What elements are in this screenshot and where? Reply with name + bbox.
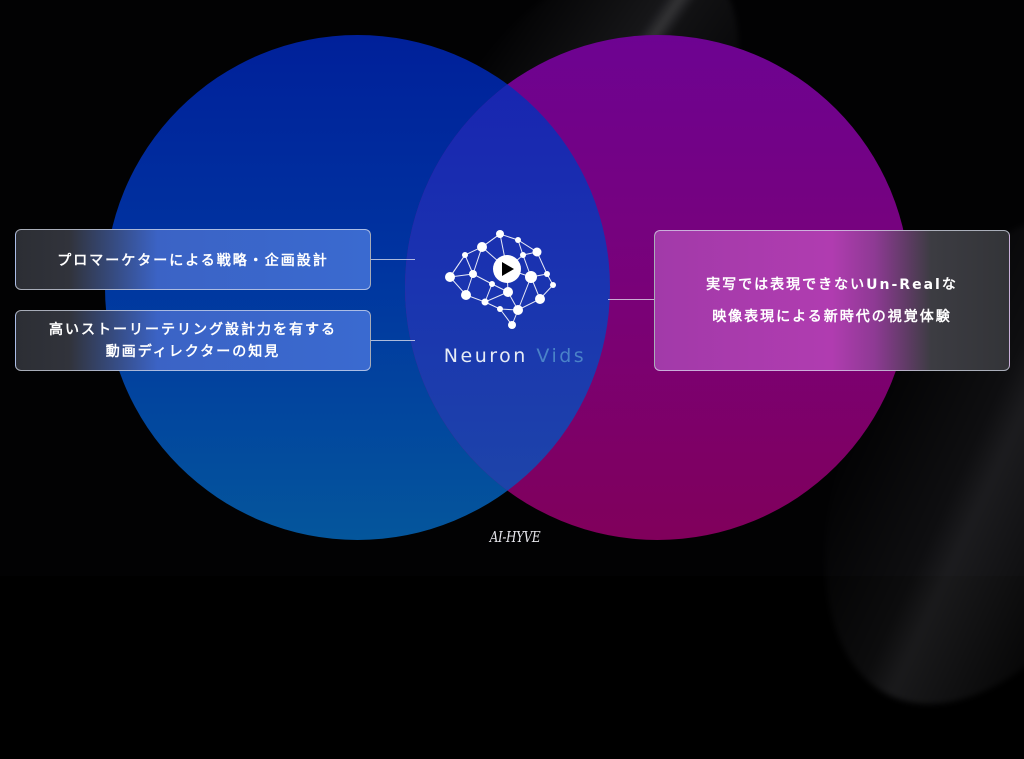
feature-box-strategy: プロマーケターによる戦略・企画設計 bbox=[15, 229, 371, 290]
feature-box-unreal: 実写では表現できないUn-Realな 映像表現による新時代の視覚体験 bbox=[654, 230, 1010, 371]
feature-text-line1: 高いストーリーテリング設計力を有する bbox=[49, 321, 337, 338]
brand-name: Neuron Vids bbox=[425, 345, 605, 367]
connector-line bbox=[608, 299, 654, 300]
brand-name-part2: Vids bbox=[536, 345, 587, 367]
brain-network-play-icon bbox=[445, 230, 556, 329]
connector-line bbox=[369, 340, 415, 341]
company-logo: AI-HYVE bbox=[489, 528, 541, 546]
play-icon bbox=[502, 262, 514, 276]
connector-line bbox=[369, 259, 415, 260]
feature-text-line2: 映像表現による新時代の視覚体験 bbox=[712, 308, 952, 325]
feature-text-line2: 動画ディレクターの知見 bbox=[105, 343, 281, 360]
feature-text-line1: 実写では表現できないUn-Realな bbox=[706, 276, 958, 293]
brand-name-part1: Neuron bbox=[443, 345, 528, 367]
feature-box-storytelling: 高いストーリーテリング設計力を有する 動画ディレクターの知見 bbox=[15, 310, 371, 371]
feature-text: プロマーケターによる戦略・企画設計 bbox=[57, 252, 329, 269]
